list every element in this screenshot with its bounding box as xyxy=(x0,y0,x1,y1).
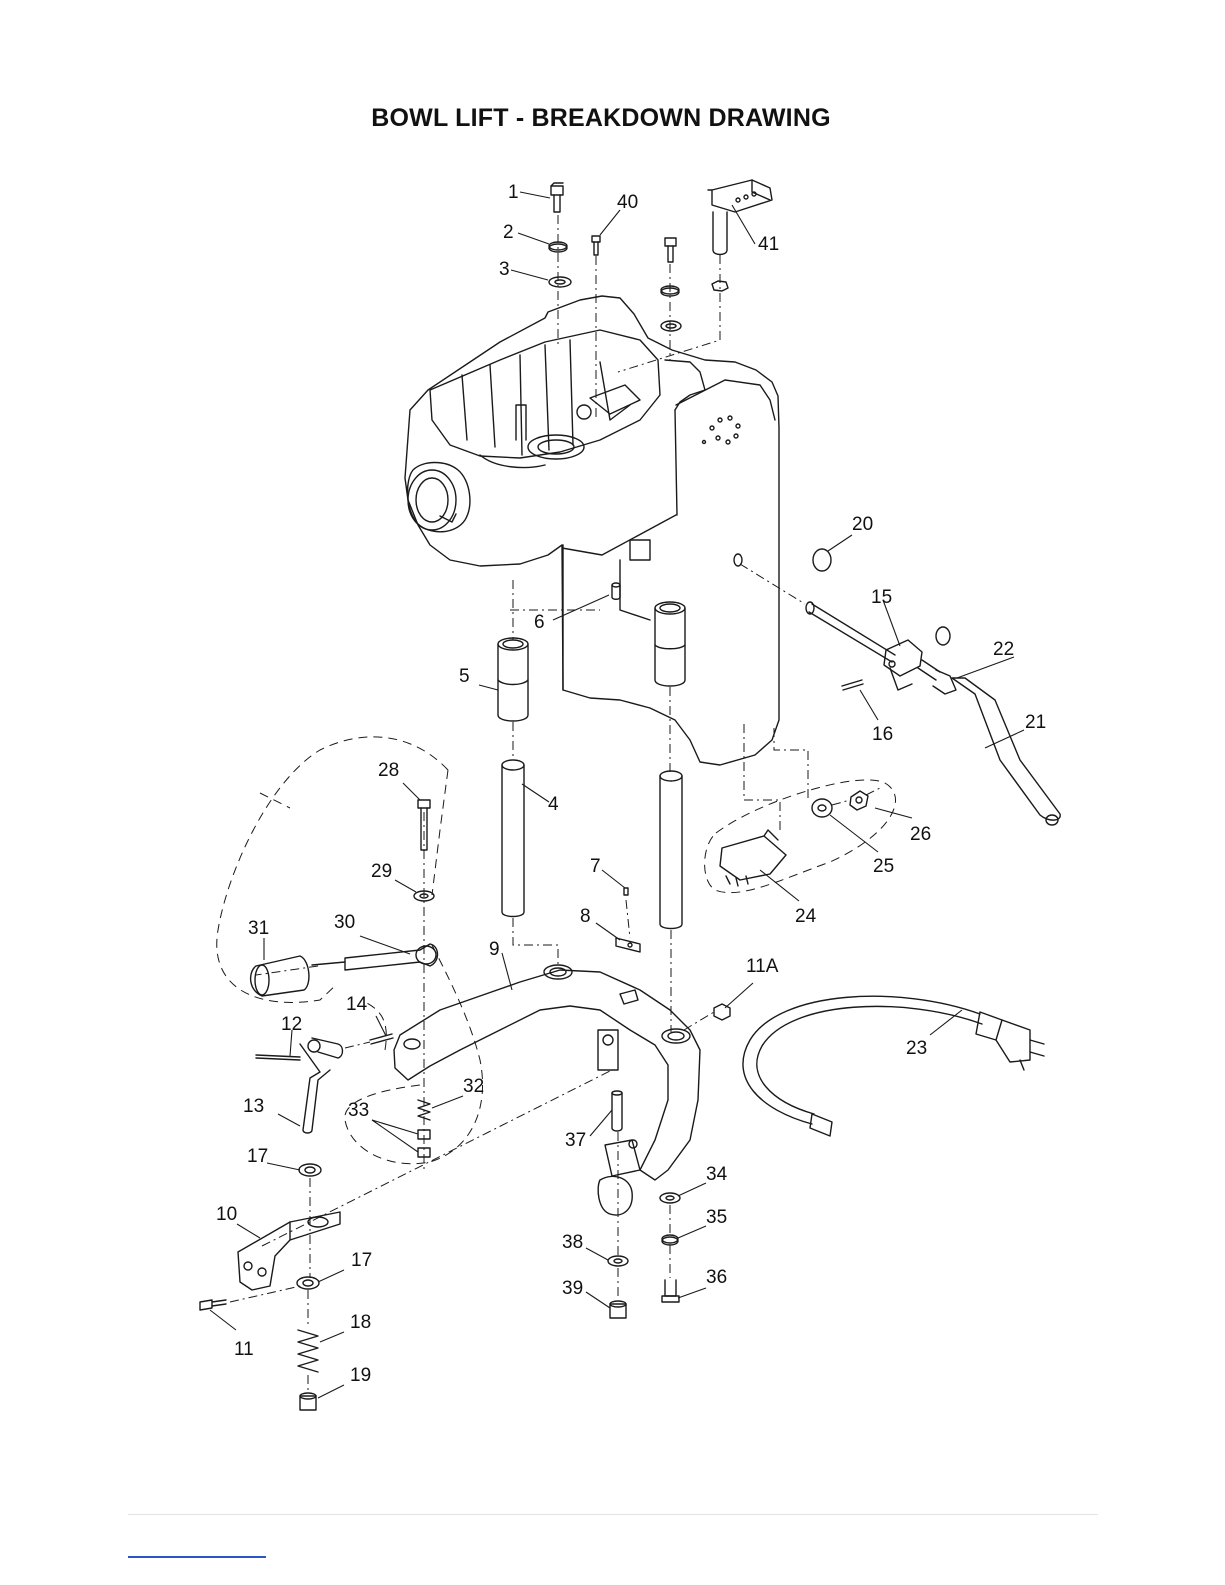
pin-16 xyxy=(842,680,863,690)
bracket-10 xyxy=(238,1212,340,1290)
lockwasher-35 xyxy=(662,1235,678,1245)
callout-13: 13 xyxy=(243,1096,264,1117)
callout-30: 30 xyxy=(334,912,355,933)
callout-34: 34 xyxy=(706,1164,728,1185)
washer-17-a xyxy=(299,1164,321,1176)
callout-17b: 17 xyxy=(351,1250,372,1271)
footer-divider xyxy=(128,1514,1098,1515)
bushing-right xyxy=(655,602,685,686)
handle-31 xyxy=(251,956,309,996)
callout-15: 15 xyxy=(871,587,892,608)
callout-20: 20 xyxy=(852,514,873,535)
callout-6: 6 xyxy=(534,612,545,633)
washer-34 xyxy=(660,1193,680,1203)
bushing-5 xyxy=(498,638,528,721)
ring-20 xyxy=(813,549,831,571)
callout-11: 11 xyxy=(234,1339,254,1360)
callout-12: 12 xyxy=(281,1014,302,1035)
nut-26 xyxy=(850,791,868,810)
callout-35: 35 xyxy=(706,1207,727,1228)
top-screw-40 xyxy=(592,236,600,255)
callout-16: 16 xyxy=(872,724,893,745)
callout-41: 41 xyxy=(758,234,779,255)
top-bolt-right xyxy=(665,238,676,262)
crank-shaft xyxy=(806,602,1060,825)
callout-22: 22 xyxy=(993,639,1014,660)
callout-26: 26 xyxy=(910,824,931,845)
switch-24 xyxy=(720,830,786,886)
callout-39: 39 xyxy=(562,1278,583,1299)
callout-23: 23 xyxy=(906,1038,927,1059)
callout-17: 17 xyxy=(247,1146,268,1167)
washer-right-b xyxy=(661,321,681,331)
rod-4-right xyxy=(660,771,682,929)
column-housing xyxy=(405,296,779,765)
callout-8: 8 xyxy=(580,906,591,927)
callout-24: 24 xyxy=(795,906,817,927)
callout-25: 25 xyxy=(873,856,894,877)
pin-37 xyxy=(612,1091,622,1131)
callout-3: 3 xyxy=(499,259,510,280)
pin-12 xyxy=(256,1055,300,1060)
top-bolt-1 xyxy=(551,183,563,212)
ring-22 xyxy=(936,627,950,645)
callout-7: 7 xyxy=(590,856,601,877)
spring-18 xyxy=(298,1330,318,1372)
callout-2: 2 xyxy=(503,222,514,243)
callout-33: 33 xyxy=(348,1100,369,1121)
callout-31: 31 xyxy=(248,918,269,939)
callout-11A: 11A xyxy=(746,956,779,977)
callout-21: 21 xyxy=(1025,712,1046,733)
callout-10: 10 xyxy=(216,1204,237,1225)
callout-14: 14 xyxy=(346,994,368,1015)
callout-37: 37 xyxy=(565,1130,586,1151)
callout-29: 29 xyxy=(371,861,392,882)
callout-28: 28 xyxy=(378,760,399,781)
nut-19 xyxy=(300,1393,316,1410)
bolt-36 xyxy=(662,1280,679,1302)
callout-32: 32 xyxy=(463,1076,484,1097)
callout-1: 1 xyxy=(508,182,519,203)
washer-17-b xyxy=(297,1277,319,1289)
pin-6 xyxy=(612,583,620,599)
top-washer-3 xyxy=(549,277,571,287)
callout-36: 36 xyxy=(706,1267,727,1288)
rod-4-left xyxy=(502,760,524,917)
footer-link-underline[interactable] xyxy=(128,1556,266,1558)
handle-13 xyxy=(300,1038,343,1133)
callout-18: 18 xyxy=(350,1312,371,1333)
screw-11 xyxy=(200,1300,226,1310)
bowl-arm-9 xyxy=(394,965,700,1215)
leader-lines xyxy=(210,192,1024,1398)
callout-4: 4 xyxy=(548,794,559,815)
callout-40: 40 xyxy=(617,192,638,213)
washer-38 xyxy=(608,1256,628,1266)
callout-5: 5 xyxy=(459,666,470,687)
nut-39 xyxy=(610,1301,626,1318)
callout-19: 19 xyxy=(350,1365,371,1386)
callout-38: 38 xyxy=(562,1232,583,1253)
washer-25 xyxy=(812,799,832,817)
cord-23 xyxy=(743,996,1044,1136)
lever-30 xyxy=(312,944,438,970)
pin-14 xyxy=(370,1034,393,1044)
screw-7 xyxy=(624,888,628,895)
callout-9: 9 xyxy=(489,939,500,960)
